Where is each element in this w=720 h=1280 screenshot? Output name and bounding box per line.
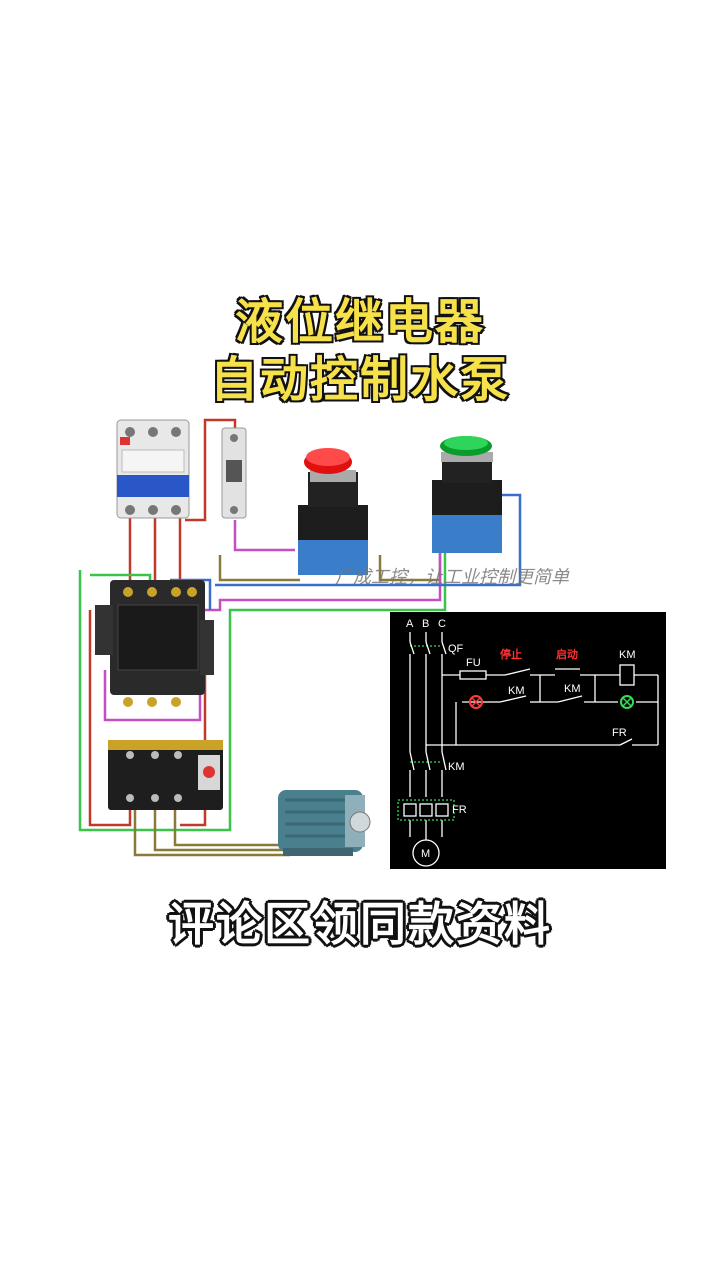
breaker-label: QF [448,643,464,655]
title-line-2: 自动控制水泵 [208,351,510,410]
overload-relay-label: FR [452,804,467,816]
coil-label: KM [619,649,636,661]
wire-red-2 [185,418,237,522]
stop-lamp-icon [469,695,483,709]
start-label: 启动 [556,647,578,661]
circuit-breaker-1p [221,427,247,519]
stop-push-button [298,448,368,575]
stop-label: 停止 [500,647,522,661]
start-push-button [432,436,502,553]
wire-motor [133,805,290,857]
schematic-background [390,612,666,869]
wiring-diagram [78,418,522,857]
motor [278,790,371,856]
circuit-breaker-3p [116,419,190,519]
control-schematic: A B C QF FU 停止 启动 KM KM KM FR KM FR M [390,612,666,869]
phase-a-label: A [406,618,414,630]
title-line-1: 液位继电器 [233,293,485,352]
aux-contact-2-label: KM [564,683,581,695]
motor-label: M [421,848,430,860]
contactor [95,580,214,707]
aux-contact-1-label: KM [508,685,525,697]
thermal-overload-relay [108,740,223,810]
phase-c-label: C [438,618,446,630]
main-contact-label: KM [448,761,465,773]
wire-red-3 [88,610,207,827]
overload-contact-label: FR [612,727,627,739]
fuse-label: FU [466,657,481,669]
run-lamp-icon [620,695,634,709]
watermark: 广成工控，让工业控制更简单 [335,567,569,588]
phase-b-label: B [422,618,429,630]
bottom-caption: 评论区领同款资料 [168,897,552,951]
